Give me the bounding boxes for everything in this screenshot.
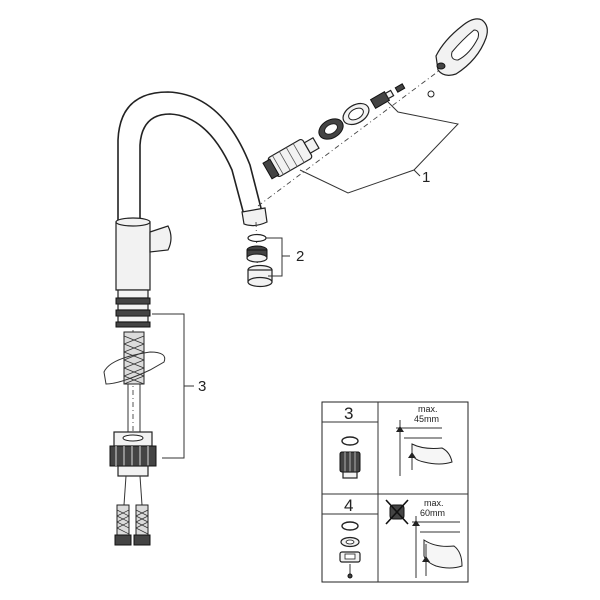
callout-1: 1 <box>422 169 430 186</box>
cartridge-assembly: 1 <box>257 18 488 207</box>
cartridge <box>262 136 320 180</box>
aerator-housing <box>247 264 273 288</box>
panel4-washer <box>341 521 359 531</box>
panel4-disallowed-part <box>385 499 409 525</box>
supply-hoses <box>103 331 166 546</box>
faucet-body <box>115 91 268 460</box>
panel3-depth-value: 45mm <box>414 414 439 424</box>
callout-3: 3 <box>198 378 206 395</box>
installation-inset: 3 max. 45mm 4 <box>321 401 469 583</box>
panel4-depth-sketch <box>412 516 463 578</box>
panel3-depth-label: max. <box>418 404 438 414</box>
inset-panel-3-number: 3 <box>344 404 353 423</box>
panel3-gasket <box>341 436 359 446</box>
hose-callout: 3 <box>152 313 206 459</box>
retaining-nut <box>318 118 344 140</box>
panel4-depth-value: 60mm <box>420 508 445 518</box>
base-thread <box>115 289 151 328</box>
hose-braid-lower <box>114 504 151 546</box>
hose-connector-nut <box>109 431 157 477</box>
panel4-depth-label: max. <box>424 498 444 508</box>
aerator-assembly: 2 <box>246 221 304 289</box>
adapter <box>369 89 395 110</box>
callout-2: 2 <box>296 248 304 265</box>
hose-braid-upper <box>123 331 145 385</box>
panel3-depth-sketch <box>396 420 453 476</box>
screw <box>394 83 406 93</box>
cover-cap <box>342 102 370 126</box>
inset-panel-4-number: 4 <box>344 496 353 515</box>
panel4-bracket <box>339 551 361 563</box>
aerator-insert <box>246 245 268 263</box>
panel4-screw <box>347 564 353 579</box>
set-screw <box>427 90 435 98</box>
handle-lever <box>435 18 488 76</box>
panel4-ring <box>340 536 360 548</box>
panel3-nut <box>339 451 361 479</box>
aerator-washer <box>247 233 267 243</box>
